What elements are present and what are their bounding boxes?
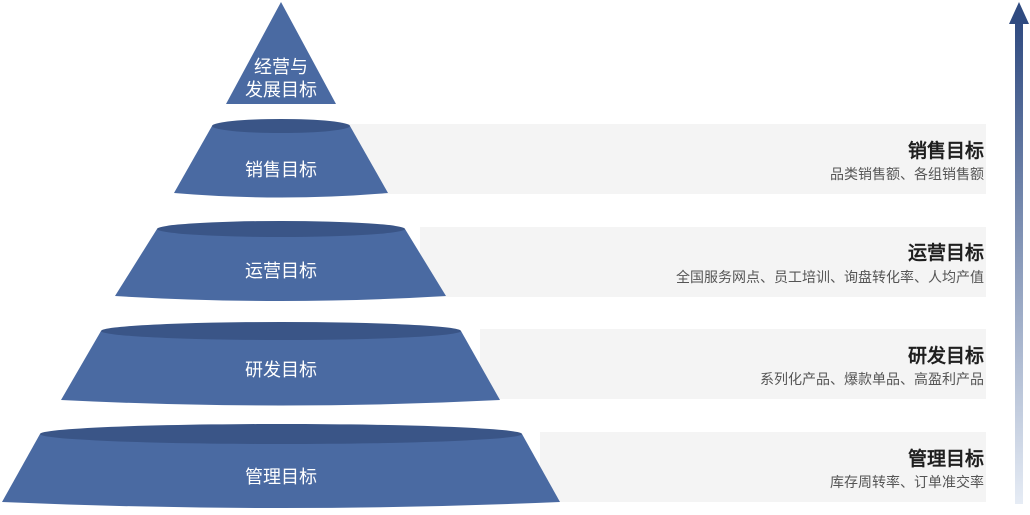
tier-label-rnd: 研发目标 — [245, 360, 317, 381]
apex-label-line1: 经营与 — [254, 57, 308, 78]
tier-label-management: 管理目标 — [245, 467, 317, 488]
management-desc: 库存周转率、订单准交率 — [830, 475, 984, 491]
apex-triangle — [226, 2, 336, 104]
rnd-title: 研发目标 — [907, 345, 984, 367]
management-title: 管理目标 — [907, 448, 984, 470]
apex-label: 经营与 发展目标 — [231, 56, 331, 102]
band-operations — [420, 227, 986, 297]
tier-label-sales: 销售目标 — [245, 160, 317, 181]
operations-title: 运营目标 — [907, 242, 984, 264]
tier-label-operations: 运营目标 — [245, 261, 317, 282]
tier-operations-shape — [115, 221, 446, 301]
band-rnd — [480, 329, 986, 399]
upward-arrow — [1009, 2, 1029, 504]
sales-desc: 品类销售额、各组销售额 — [830, 167, 984, 183]
band-sales — [340, 124, 986, 194]
operations-desc: 全国服务网点、员工培训、询盘转化率、人均产值 — [676, 270, 984, 286]
tier-rnd-shape — [61, 322, 500, 406]
tier-management-shape — [2, 424, 560, 508]
rnd-desc: 系列化产品、爆款单品、高盈利产品 — [760, 372, 984, 388]
sales-title: 销售目标 — [907, 140, 984, 162]
band-management — [540, 432, 986, 502]
tier-sales-shape — [174, 119, 388, 198]
apex-label-line2: 发展目标 — [245, 80, 317, 101]
